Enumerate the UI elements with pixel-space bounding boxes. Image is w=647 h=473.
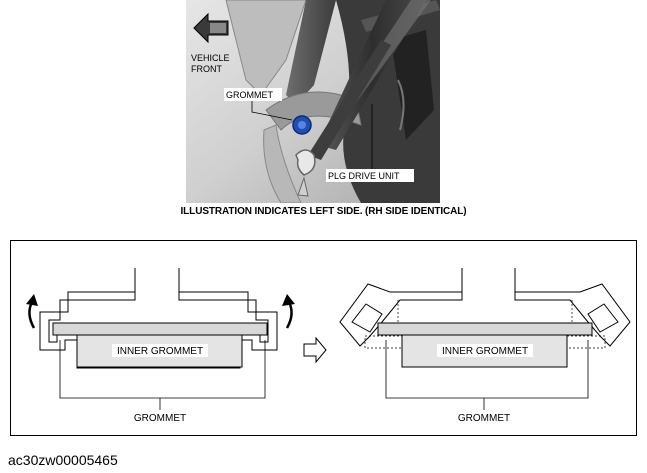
vehicle-front-label-line2: FRONT <box>191 64 222 74</box>
grommet-after-view: INNER GROMMET GROMMET <box>339 268 631 424</box>
document-id: ac30zw00005465 <box>8 452 118 468</box>
grommet-before-view: INNER GROMMET GROMMET <box>26 268 295 424</box>
grommet-label-after: GROMMET <box>458 413 510 424</box>
vehicle-front-arrow-icon <box>193 12 229 44</box>
transition-arrow-icon <box>303 336 327 364</box>
inner-grommet-label-after: INNER GROMMET <box>442 346 528 357</box>
grommet-removal-diagram: INNER GROMMET GROMMET INNER GROMMET GROM… <box>10 240 637 436</box>
grommet-leader-line <box>251 101 293 121</box>
vehicle-front-label: VEHICLE <box>191 53 230 63</box>
figure-caption: ILLUSTRATION INDICATES LEFT SIDE. (RH SI… <box>180 206 467 217</box>
grommet-callout-label: GROMMET <box>226 90 273 100</box>
grommet-label-before: GROMMET <box>134 413 186 424</box>
installation-photo: VEHICLE FRONT GROMMET PLG DRIVE UNIT <box>186 0 440 203</box>
inner-grommet-label-before: INNER GROMMET <box>117 346 203 357</box>
plg-drive-unit-callout-label: PLG DRIVE UNIT <box>328 171 400 181</box>
